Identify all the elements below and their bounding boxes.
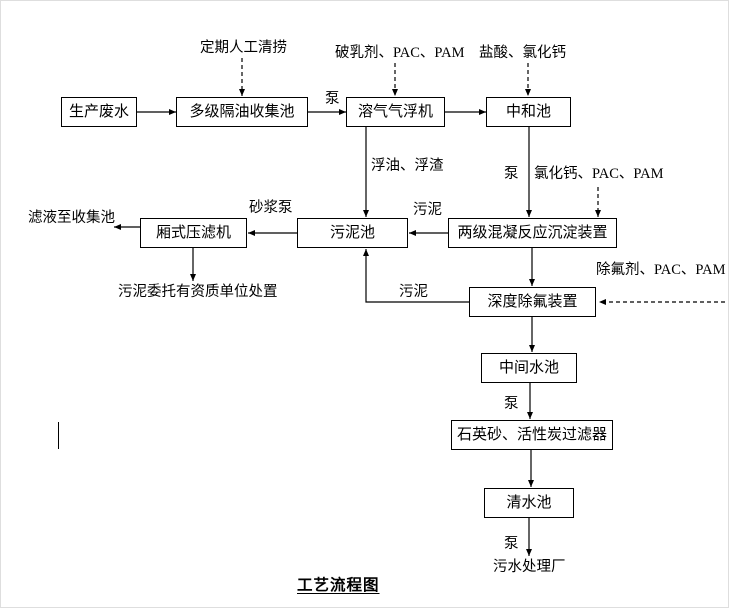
label-sludge-disposal: 污泥委托有资质单位处置 [118, 284, 278, 300]
node-oil-separation-tank: 多级隔油收集池 [176, 97, 308, 127]
label-slurry-pump: 砂浆泵 [249, 200, 293, 216]
label-cacl-pac-pam: 氯化钙、PAC、PAM [534, 166, 664, 182]
node-coagulation-sedimentation: 两级混凝反应沉淀装置 [448, 218, 617, 248]
label-filtrate-to-tank: 滤液至收集池 [28, 210, 115, 226]
label-pump-mid: 泵 [504, 166, 519, 182]
label-sludge-right: 污泥 [413, 202, 442, 218]
label-pump-top: 泵 [325, 91, 340, 107]
label-sludge-return: 污泥 [399, 284, 428, 300]
label-hcl-cacl: 盐酸、氯化钙 [479, 45, 566, 61]
label-wwtp: 污水处理厂 [493, 559, 566, 575]
node-production-wastewater: 生产废水 [61, 97, 137, 127]
label-fluoride-agent-pac-pam: 除氟剂、PAC、PAM [596, 262, 726, 278]
text-cursor [58, 422, 59, 449]
node-air-flotation: 溶气气浮机 [346, 97, 445, 127]
label-pump-out: 泵 [504, 536, 519, 552]
node-intermediate-tank: 中间水池 [481, 353, 577, 383]
label-floating-oil-scum: 浮油、浮渣 [371, 158, 444, 174]
diagram-title: 工艺流程图 [297, 577, 380, 594]
node-clean-water-tank: 清水池 [484, 488, 574, 518]
node-neutralization-tank: 中和池 [486, 97, 571, 127]
node-sand-carbon-filter: 石英砂、活性炭过滤器 [451, 420, 613, 450]
label-manual-cleaning: 定期人工清捞 [200, 40, 287, 56]
node-sludge-tank: 污泥池 [297, 218, 408, 248]
label-pump-filter: 泵 [504, 396, 519, 412]
node-filter-press: 厢式压滤机 [140, 218, 247, 248]
arrow-fluoride-to-sludgetank [363, 249, 469, 303]
label-demulsifier-pac-pam: 破乳剂、PAC、PAM [335, 45, 465, 61]
node-fluoride-removal: 深度除氟装置 [469, 287, 596, 317]
